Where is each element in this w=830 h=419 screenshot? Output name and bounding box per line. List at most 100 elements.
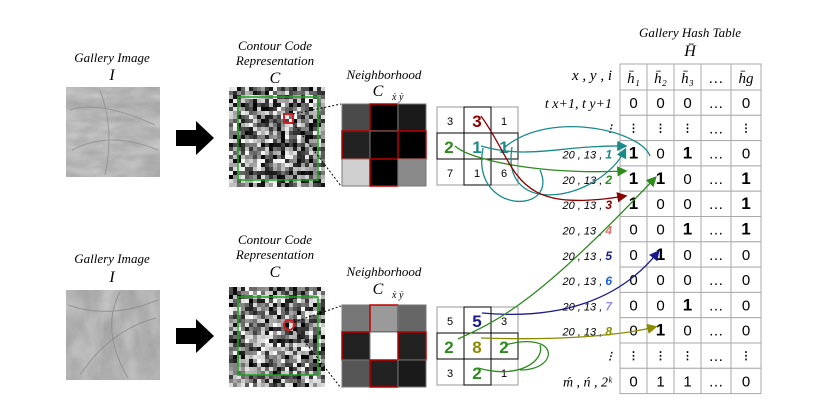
hash-row-label: 20 , 13 , 1 xyxy=(562,148,613,162)
bottom-contour-title-2: Representation xyxy=(235,247,314,262)
hash-cell: 0 xyxy=(656,196,664,213)
arrow-green-bottom-1 xyxy=(457,176,657,340)
hash-cell: 0 xyxy=(742,146,750,163)
hash-cell: 0 xyxy=(629,272,637,289)
hash-cell: … xyxy=(709,348,724,365)
hash-col-header: h̄g xyxy=(739,71,755,87)
top-gallery-symbol: I xyxy=(108,67,115,84)
top-arrow-icon xyxy=(176,121,214,155)
hash-cell: 1 xyxy=(629,194,638,213)
top-grid-cell-0-1: 3 xyxy=(472,112,481,131)
bottom-grid-cell-2-0: 3 xyxy=(447,368,453,380)
hash-cell: … xyxy=(709,373,724,390)
hash-row-label: t x+1, t y+1 xyxy=(545,97,612,112)
hash-cell: 0 xyxy=(742,247,750,264)
hash-cell: 0 xyxy=(629,297,637,314)
hash-cell: 1 xyxy=(683,373,691,390)
connection-arrows xyxy=(454,115,660,373)
hash-cell: 1 xyxy=(683,220,692,239)
hash-table-symbol: H̄ xyxy=(683,43,697,60)
arrow-olive-bottom xyxy=(480,323,658,340)
hash-col-header: h̄₁ xyxy=(627,71,640,87)
top-grid-cell-0-2: 1 xyxy=(501,116,507,128)
bottom-contour-image xyxy=(229,287,325,387)
top-grid-cell-1-2: 1 xyxy=(499,138,508,157)
bottom-neighborhood-subscript: ẋ ẏ xyxy=(391,290,404,301)
hash-cell: … xyxy=(709,247,724,264)
top-neighborhood-grid xyxy=(341,103,427,187)
hash-cell: 0 xyxy=(683,171,691,188)
hash-cell: 0 xyxy=(683,196,691,213)
top-contour-title-1: Contour Code xyxy=(238,38,312,53)
bottom-code-grid: 5 5 3 2 8 2 3 2 1 xyxy=(436,306,519,386)
bottom-grid-cell-0-1: 5 xyxy=(472,312,481,331)
hash-cell: ⁝ xyxy=(744,348,749,365)
hash-cell: 0 xyxy=(629,373,637,390)
hash-row-label: ⁝ xyxy=(608,122,614,137)
top-code-grid: 3 3 1 2 1 1 7 1 6 xyxy=(436,106,519,186)
hash-cell: 0 xyxy=(629,222,637,239)
hash-cell: 1 xyxy=(629,169,638,188)
hash-table-title: Gallery Hash Table xyxy=(639,25,741,40)
bottom-gallery-title: Gallery Image xyxy=(74,251,150,266)
hash-row-label: 20 , 13 , 2 xyxy=(562,173,613,187)
hash-cell: 0 xyxy=(656,146,664,163)
top-grid-cell-2-2: 6 xyxy=(501,168,507,180)
bottom-grid-cell-0-2: 3 xyxy=(501,316,507,328)
top-contour-symbol: C xyxy=(270,70,281,87)
hash-cell: ⁝ xyxy=(658,120,663,137)
hash-row-label: 20 , 13 , 5 xyxy=(562,249,613,263)
top-neighborhood-symbol: C xyxy=(373,83,384,100)
hash-cell: 1 xyxy=(656,373,664,390)
hash-cell: … xyxy=(709,146,724,163)
hash-cell: … xyxy=(709,323,724,340)
hash-cell: ⁝ xyxy=(631,120,636,137)
arrow-green-bottom-3 xyxy=(477,344,542,373)
top-grid-cell-0-0: 3 xyxy=(447,116,453,128)
top-gallery-title: Gallery Image xyxy=(74,50,150,65)
hash-row-label: 20 , 13 , 6 xyxy=(562,274,613,288)
hash-col-header: h̄₃ xyxy=(681,71,694,87)
hash-cell: 1 xyxy=(656,245,665,264)
hash-cell: 1 xyxy=(656,169,665,188)
bottom-grid-cell-1-1: 8 xyxy=(472,338,481,357)
bottom-grid-cell-2-2: 1 xyxy=(501,368,507,380)
bottom-grid-cell-0-0: 5 xyxy=(447,316,453,328)
bottom-row: Gallery Image I Contour Code Representat… xyxy=(66,232,519,389)
top-neighborhood-subscript: ẋ ẏ xyxy=(391,92,404,103)
hash-table: Gallery Hash Table H̄ x , y , i h̄₁ h̄₂ h̄… xyxy=(545,25,762,395)
hash-cell: 0 xyxy=(656,297,664,314)
hash-cell: 0 xyxy=(683,95,691,112)
hash-col-header: … xyxy=(709,71,722,87)
hash-row-label: 20 , 13 , 3 xyxy=(562,198,613,212)
top-contour-image xyxy=(229,87,325,187)
hash-cell: ⁝ xyxy=(658,348,663,365)
hash-cell: 1 xyxy=(629,144,638,163)
hash-cell: … xyxy=(709,222,724,239)
hash-cell: … xyxy=(709,196,724,213)
arrow-teal-1 xyxy=(480,140,628,153)
hash-cell: 0 xyxy=(629,95,637,112)
hash-col-header: h̄₂ xyxy=(654,71,667,87)
arrow-green-top xyxy=(454,145,628,177)
hash-cell: ⁝ xyxy=(631,348,636,365)
hash-cell: … xyxy=(709,297,724,314)
hash-cell: 1 xyxy=(741,169,750,188)
hash-cell: 0 xyxy=(683,247,691,264)
hash-cell: 0 xyxy=(742,95,750,112)
hash-cell: … xyxy=(709,120,724,137)
arrow-navy-bottom xyxy=(481,249,660,316)
hash-cell: 1 xyxy=(683,144,692,163)
top-grid-cell-1-0: 2 xyxy=(444,138,453,157)
arrow-teal-2 xyxy=(481,147,544,203)
top-grid-cell-1-1: 1 xyxy=(472,138,481,157)
arrow-teal-3 xyxy=(504,126,651,157)
hash-cell: 0 xyxy=(656,222,664,239)
hash-cell: ⁝ xyxy=(685,120,690,137)
hash-row-label-header: x , y , i xyxy=(571,68,612,84)
bottom-neighborhood-symbol: C xyxy=(373,281,384,298)
bottom-contour-title-1: Contour Code xyxy=(238,232,312,247)
hash-cell: ⁝ xyxy=(685,348,690,365)
hash-cell: … xyxy=(709,272,724,289)
top-contour-title-2: Representation xyxy=(235,53,314,68)
